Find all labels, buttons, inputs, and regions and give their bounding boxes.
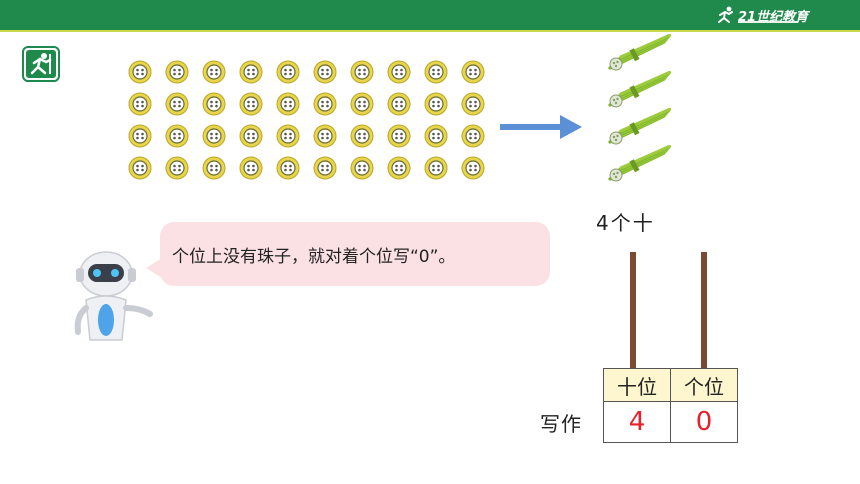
stick-bundle-icon (608, 108, 672, 145)
coin-icon (461, 124, 485, 148)
speech-bubble-text: 个位上没有珠子，就对着个位写“0”。 (172, 247, 456, 267)
coin-grid (128, 60, 488, 190)
tens-rod (630, 252, 636, 368)
tens-value: 4 (603, 401, 671, 443)
stick-bundle-icon (608, 145, 672, 182)
coin-icon (461, 156, 485, 180)
coin-icon (424, 124, 448, 148)
place-value-table: 十位 个位 4 0 (603, 368, 738, 443)
brand-underline (738, 21, 798, 23)
coin-icon (350, 124, 374, 148)
top-banner (0, 0, 860, 30)
coin-icon (313, 92, 337, 116)
coin-icon (239, 124, 263, 148)
coin-icon (424, 156, 448, 180)
banner-accent-line (0, 30, 860, 32)
tens-count-label: 4个十 (596, 211, 655, 235)
coin-icon (165, 92, 189, 116)
ones-rod (701, 252, 707, 368)
ones-header: 个位 (670, 368, 738, 402)
coin-icon (276, 60, 300, 84)
coin-icon (313, 60, 337, 84)
runner-logo-icon (718, 6, 733, 23)
coin-icon (276, 124, 300, 148)
coin-icon (387, 60, 411, 84)
coin-icon (313, 156, 337, 180)
brand-logo: 21世纪教育 (716, 6, 816, 26)
coin-icon (202, 156, 226, 180)
coin-icon (350, 60, 374, 84)
coin-icon (202, 124, 226, 148)
right-arrow-icon (500, 115, 582, 139)
coin-icon (313, 124, 337, 148)
coin-icon (350, 92, 374, 116)
coin-icon (239, 92, 263, 116)
stick-bundle-icon (608, 71, 672, 108)
coin-icon (202, 60, 226, 84)
coin-icon (350, 156, 374, 180)
coin-icon (128, 124, 152, 148)
coin-icon (461, 92, 485, 116)
ones-value: 0 (670, 401, 738, 443)
coin-icon (128, 60, 152, 84)
stick-bundle-stack (604, 34, 674, 194)
robot-icon (74, 251, 153, 341)
running-person-icon (22, 46, 60, 82)
coin-icon (165, 60, 189, 84)
coin-icon (387, 156, 411, 180)
coin-icon (276, 92, 300, 116)
write-as-label: 写作 (540, 412, 582, 436)
tens-header: 十位 (603, 368, 671, 402)
coin-icon (424, 92, 448, 116)
coin-icon (424, 60, 448, 84)
stick-bundle-icon (608, 34, 672, 71)
coin-icon (239, 60, 263, 84)
coin-icon (461, 60, 485, 84)
coin-icon (239, 156, 263, 180)
speech-bubble-tail (146, 258, 162, 278)
coin-icon (128, 92, 152, 116)
coin-icon (276, 156, 300, 180)
coin-icon (387, 92, 411, 116)
coin-icon (202, 92, 226, 116)
coin-icon (128, 156, 152, 180)
coin-icon (387, 124, 411, 148)
speech-bubble: 个位上没有珠子，就对着个位写“0”。 (160, 222, 550, 286)
coin-icon (165, 156, 189, 180)
coin-icon (165, 124, 189, 148)
